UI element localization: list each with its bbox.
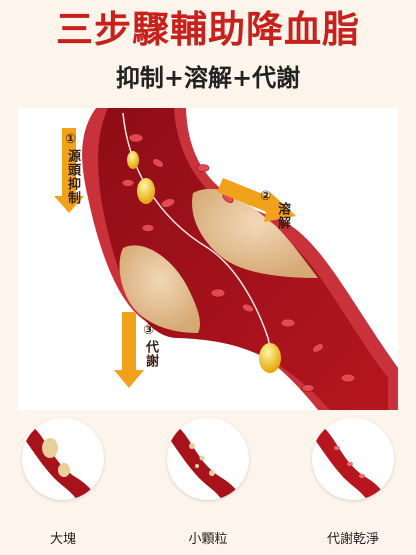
- stage-large-plaque: [22, 418, 104, 500]
- stage-label-large: 大塊: [49, 532, 76, 547]
- step-arrow-1-icon: [54, 128, 84, 213]
- stage-label-small: 小顆粒: [188, 532, 228, 547]
- step-3-number: ③: [141, 323, 156, 339]
- capsule-icon: [127, 151, 281, 373]
- step-arrow-3-icon: [114, 312, 144, 388]
- page-title: 三步驟輔助降血脂: [56, 8, 360, 51]
- stage-clean-vessel-icon: [312, 426, 387, 500]
- blood-vessel-illustration: [54, 108, 398, 410]
- stage-clean: [312, 418, 394, 500]
- step-2-label: 溶解: [275, 202, 290, 230]
- step-1-number: ①: [63, 132, 78, 148]
- plaque-upper: [192, 188, 318, 278]
- stage-small-particles: [167, 418, 249, 500]
- stage-label-clean: 代謝乾淨: [326, 532, 379, 547]
- step-2-number: ②: [258, 189, 273, 205]
- plaque-lower: [119, 245, 200, 333]
- step-1-label: 源頭抑制: [65, 149, 80, 205]
- step-3-label: 代謝: [143, 340, 158, 368]
- step-arrow-2-icon: [217, 178, 296, 222]
- page-subtitle: 抑制+溶解+代謝: [115, 64, 301, 92]
- stage-small-vessel-icon: [167, 426, 242, 500]
- stage-large-vessel-icon: [22, 426, 97, 500]
- stage-row: 大塊 小顆粒 代謝乾淨: [0, 418, 416, 555]
